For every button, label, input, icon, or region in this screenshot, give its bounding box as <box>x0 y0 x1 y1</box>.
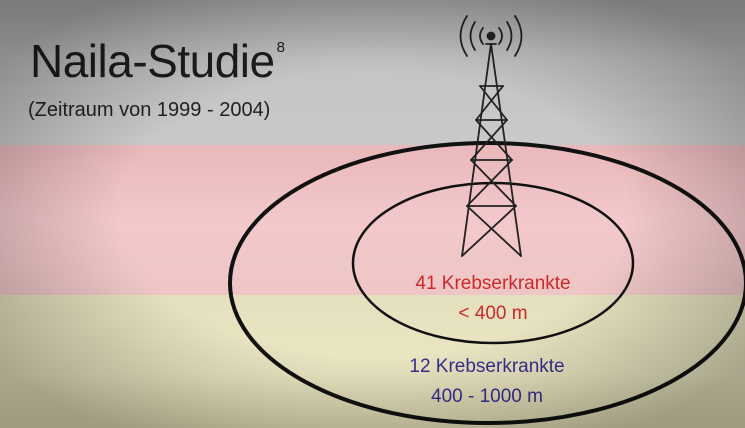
background-band-top <box>0 0 745 145</box>
background-band-middle <box>0 145 745 295</box>
study-period: (Zeitraum von 1999 - 2004) <box>28 99 271 121</box>
outer-zone-count: 12 Krebserkrankte <box>409 356 565 377</box>
inner-zone-distance: < 400 m <box>458 303 528 324</box>
radio-tower-icon <box>461 31 522 257</box>
footnote-marker: 8 <box>276 39 285 56</box>
outer-zone-ellipse <box>228 141 745 425</box>
outer-zone-distance: 400 - 1000 m <box>431 386 543 407</box>
background-band-bottom <box>0 295 745 428</box>
inner-zone-count: 41 Krebserkrankte <box>415 273 571 294</box>
signal-waves-icon <box>459 15 523 57</box>
title-text: Naila-Studie <box>30 35 275 87</box>
